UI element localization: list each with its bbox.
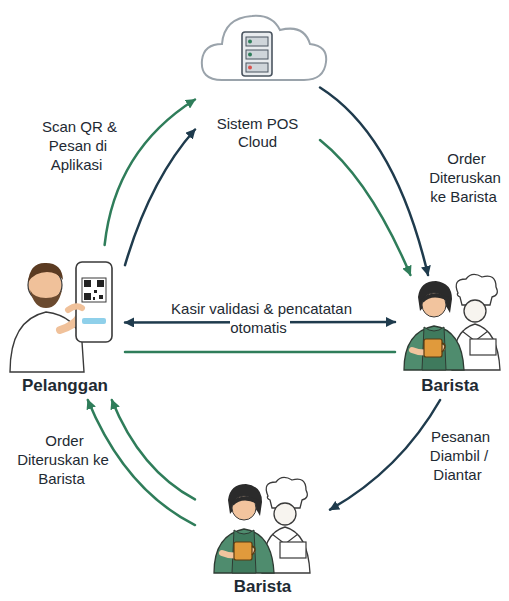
flow-arrow [125, 351, 395, 354]
actor-node: Barista [395, 275, 505, 400]
barista-figures [214, 477, 310, 573]
actor-node: Pelanggan [5, 245, 125, 400]
flow-arrow [320, 140, 410, 275]
node-label: Sistem POS Cloud [200, 115, 315, 151]
flow-arrow [320, 88, 428, 276]
cloud-icon [202, 16, 326, 80]
edge-label: Kasir validasi & pencatatan otomatis [168, 300, 352, 336]
barista-figures [404, 274, 500, 370]
node-label: Pelanggan [22, 376, 108, 396]
cloud-node: Sistem POS Cloud [195, 5, 320, 155]
edge-label-box: Order Diteruskan ke Barista [8, 432, 118, 488]
edge-label: Pesanan Diambil / Diantar [428, 428, 490, 483]
edge-label: Order Diteruskan ke Barista [17, 432, 109, 487]
edge-label-box: Order Diteruskan ke Barista [423, 150, 507, 206]
edge-label-box: Kasir validasi & pencatatan otomatis [145, 300, 375, 338]
flow-arrow [330, 400, 440, 510]
actor-node: Barista [195, 470, 330, 598]
node-label: Barista [234, 577, 292, 597]
node-label: Barista [421, 376, 479, 396]
edge-label-box: Scan QR & Pesan di Aplikasi [22, 118, 134, 174]
edge-label: Scan QR & Pesan di Aplikasi [39, 118, 117, 173]
flow-arrow [125, 130, 195, 266]
edge-label-box: Pesanan Diambil / Diantar [412, 428, 506, 484]
flow-arrow [112, 400, 195, 499]
customer-figure [10, 262, 112, 372]
flow-arrow [105, 100, 195, 246]
edge-label: Order Diteruskan ke Barista [429, 150, 501, 205]
